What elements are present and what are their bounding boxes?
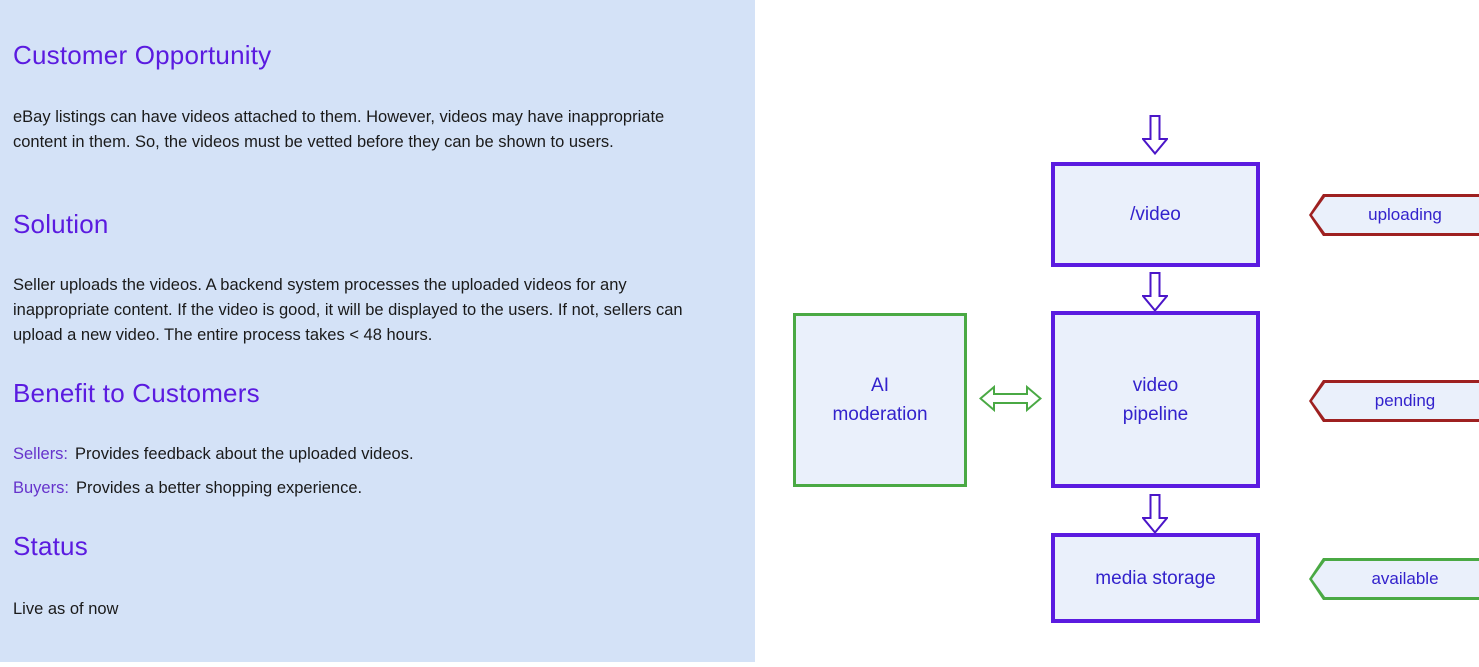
- benefit-value-sellers: Provides feedback about the uploaded vid…: [75, 445, 414, 463]
- node-storage-label: media storage: [1095, 567, 1216, 589]
- status-badge-available: available: [1309, 558, 1479, 600]
- heading-benefit-to-customers: Benefit to Customers: [13, 378, 260, 408]
- benefit-row-buyers: Buyers: Provides a better shopping experi…: [13, 477, 362, 499]
- arrow-person-to-video-icon: [1142, 115, 1168, 155]
- benefit-label-sellers: Sellers:: [13, 445, 69, 463]
- left-content-panel: Customer Opportunity eBay listings can h…: [0, 0, 755, 662]
- status-badge-uploading: uploading: [1309, 194, 1479, 236]
- benefit-value-buyers: Provides a better shopping experience.: [75, 479, 363, 497]
- paragraph-status: Live as of now: [13, 600, 119, 618]
- node-video-label: /video: [1130, 204, 1181, 225]
- node-ai-moderation[interactable]: AI moderation: [793, 313, 967, 487]
- benefit-row-sellers: Sellers: Provides feedback about the uplo…: [13, 443, 414, 465]
- node-video-pipeline[interactable]: video pipeline: [1051, 311, 1260, 488]
- architecture-diagram: /video AI moderation video pipeline medi…: [755, 0, 1479, 667]
- heading-customer-opportunity: Customer Opportunity: [13, 40, 272, 70]
- node-ai-label-line1: AI: [871, 375, 889, 396]
- node-ai-label-line2: moderation: [832, 404, 928, 425]
- arrow-video-to-pipeline-icon: [1142, 272, 1168, 312]
- benefit-label-buyers: Buyers:: [13, 479, 69, 497]
- status-badge-available-label: available: [1312, 561, 1479, 597]
- node-media-storage[interactable]: media storage: [1051, 533, 1260, 623]
- arrow-pipeline-to-storage-icon: [1142, 494, 1168, 534]
- node-pipeline-label-line2: pipeline: [1122, 403, 1189, 425]
- node-pipeline-label-line1: video: [1132, 374, 1179, 396]
- status-badge-pending: pending: [1309, 380, 1479, 422]
- status-badge-pending-label: pending: [1312, 383, 1479, 419]
- node-video-endpoint[interactable]: /video: [1051, 162, 1260, 267]
- double-arrow-ai-pipeline-icon: [979, 384, 1042, 413]
- heading-solution: Solution: [13, 209, 109, 239]
- heading-status: Status: [13, 531, 88, 561]
- paragraph-customer-opportunity: eBay listings can have videos attached t…: [13, 108, 665, 151]
- status-badge-uploading-label: uploading: [1312, 197, 1479, 233]
- paragraph-solution: Seller uploads the videos. A backend sys…: [13, 276, 683, 344]
